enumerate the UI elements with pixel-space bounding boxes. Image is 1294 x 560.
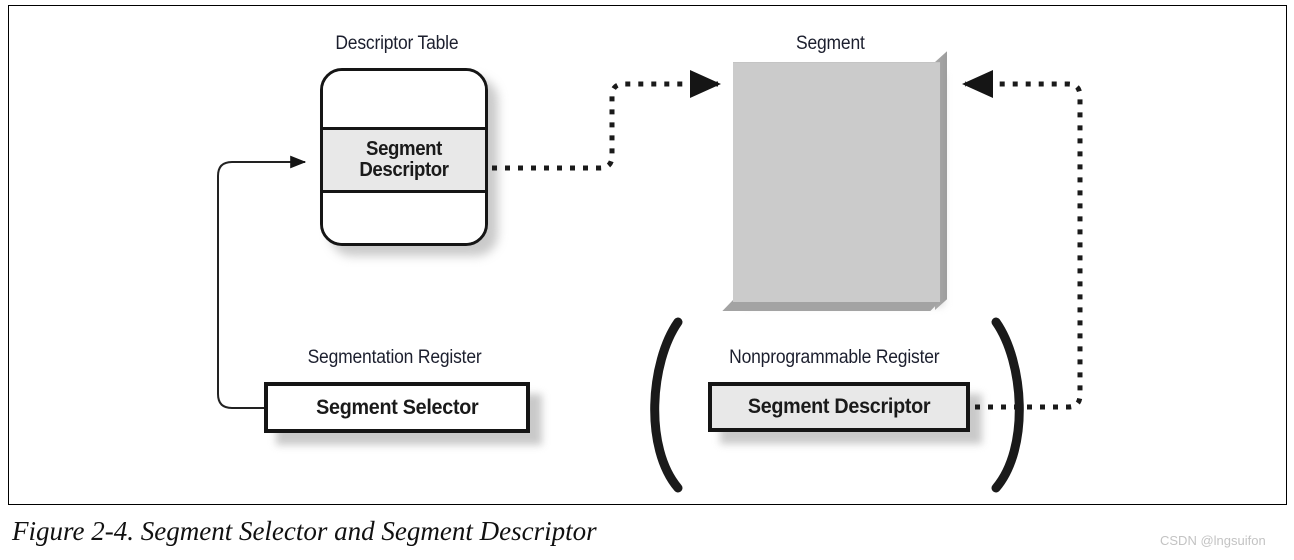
segmentation-register-title: Segmentation Register (307, 347, 482, 368)
descriptor-table-segment-descriptor-label: Segment Descriptor (359, 138, 449, 181)
segment-selector-box[interactable]: Segment Selector (264, 382, 530, 433)
descriptor-table-empty-row-top (323, 71, 485, 127)
descriptor-table-empty-row-bottom (323, 193, 485, 243)
segment-title: Segment (795, 33, 865, 54)
segment-block-face (733, 62, 940, 302)
descriptor-table-title: Descriptor Table (335, 33, 459, 54)
segment-selector-label: Segment Selector (315, 395, 479, 419)
figure-caption: Figure 2-4. Segment Selector and Segment… (12, 516, 597, 546)
nonprogrammable-register-title: Nonprogrammable Register (729, 347, 940, 368)
nonprogrammable-segment-descriptor-label: Segment Descriptor (747, 395, 931, 418)
figure-border (8, 5, 1287, 505)
descriptor-row-line1: Segment (366, 138, 442, 160)
descriptor-table-segment-descriptor-row[interactable]: Segment Descriptor (323, 127, 485, 193)
nonprogrammable-segment-descriptor-box[interactable]: Segment Descriptor (708, 382, 970, 432)
descriptor-row-line2: Descriptor (359, 159, 449, 181)
watermark-text: CSDN @lngsuifon (1160, 533, 1266, 548)
descriptor-table-box: Segment Descriptor (320, 68, 488, 246)
